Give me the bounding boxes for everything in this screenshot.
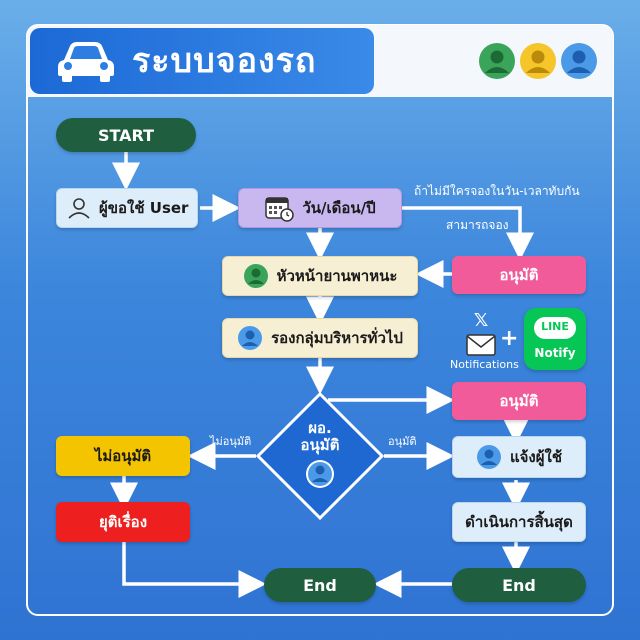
finish-node[interactable]: ดำเนินการสิ้นสุด xyxy=(452,502,586,542)
user-outline-icon xyxy=(68,198,90,219)
director-label: ผอ. อนุมัติ xyxy=(300,419,340,454)
not-approved-node[interactable]: ไม่อนุมัติ xyxy=(56,436,190,476)
avatar-blue-icon xyxy=(238,326,263,350)
line-notify-badge[interactable]: LINE Notify xyxy=(524,308,586,370)
x-logo-icon: 𝕏 xyxy=(473,310,489,331)
edge-label-no-overlap: ถ้าไม่มีใครจองในวัน-เวลาทับกัน xyxy=(414,184,580,198)
start-node[interactable]: START xyxy=(56,118,196,152)
approve-mid-node[interactable]: อนุมัติ xyxy=(452,382,586,420)
date-node-label: วัน/เดือน/ปี xyxy=(302,199,376,217)
line-bubble xyxy=(534,317,576,339)
user-node[interactable]: ผู้ขอใช้ User xyxy=(56,188,198,228)
terminate-node[interactable]: ยุติเรื่อง xyxy=(56,502,190,542)
date-node[interactable]: วัน/เดือน/ปี xyxy=(238,188,402,228)
avatar-green-icon xyxy=(479,43,515,79)
end-right-node[interactable]: End xyxy=(452,568,586,602)
notify-label: Notify xyxy=(534,346,576,360)
avatar-yellow-icon xyxy=(520,43,556,79)
edge-label-can-book: สามารถจอง xyxy=(446,218,509,232)
car-icon xyxy=(58,42,114,82)
notify-user-node[interactable]: แจ้งผู้ใช้ xyxy=(452,436,586,478)
notify-user-label: แจ้งผู้ใช้ xyxy=(509,448,563,466)
deputy-node[interactable]: รองกลุ่มบริหารทั่วไป xyxy=(222,318,418,358)
calendar-clock-icon xyxy=(265,197,295,222)
line-label: LINE xyxy=(541,320,569,333)
user-node-label: ผู้ขอใช้ User xyxy=(99,199,189,217)
director-decision-diamond[interactable] xyxy=(256,392,384,520)
avatar-green-icon xyxy=(243,264,268,288)
avatar-blue-icon xyxy=(561,43,597,79)
deputy-node-label: รองกลุ่มบริหารทั่วไป xyxy=(271,329,403,347)
edge-label-reject: ไม่อนุมัติ xyxy=(210,435,252,448)
notifications-caption: Notifications xyxy=(450,358,519,371)
end-left-node[interactable]: End xyxy=(264,568,376,602)
edge-label-accept: อนุมัติ xyxy=(388,435,417,448)
page-title: ระบบจองรถ xyxy=(132,41,317,81)
vehicle-head-label: หัวหน้ายานพาหนะ xyxy=(276,267,398,285)
plus-sign: + xyxy=(500,326,519,351)
vehicle-head-node[interactable]: หัวหน้ายานพาหนะ xyxy=(222,256,418,296)
envelope-icon xyxy=(466,334,496,356)
approve-top-node[interactable]: อนุมัติ xyxy=(452,256,586,294)
avatar-blue-icon xyxy=(476,445,501,469)
